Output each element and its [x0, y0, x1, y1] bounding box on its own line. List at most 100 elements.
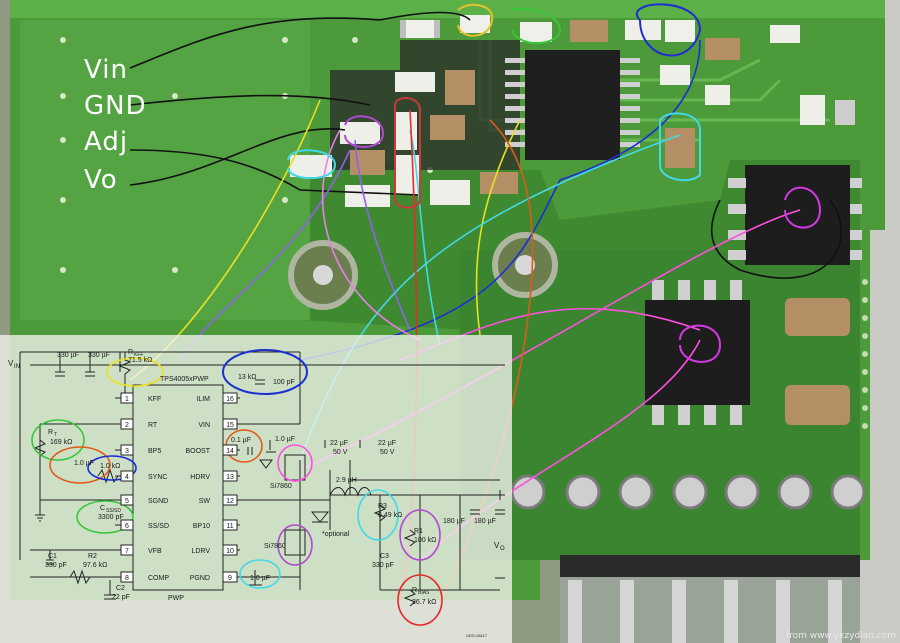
- ic-pin-number: 7: [125, 548, 129, 555]
- ic-pin-name: RT: [148, 422, 158, 429]
- sch-ic-name: TPS4005xPWP: [160, 376, 209, 383]
- sch-rt-sub: T: [54, 432, 57, 438]
- sch-rbias: R: [412, 587, 417, 594]
- ic-pin-number: 9: [228, 575, 232, 582]
- ic-pin-name: SW: [199, 498, 211, 505]
- ic-pin-box: [222, 470, 238, 482]
- sch-c-vin: 1.0 µF: [275, 436, 295, 443]
- sch-c2: C2: [116, 585, 125, 592]
- ic-pin-box: [222, 444, 238, 456]
- sch-c-bp5: 1.0 µF: [74, 460, 94, 467]
- sch-vo-label: V: [494, 541, 500, 550]
- sch-r1: R1: [414, 528, 423, 535]
- pin-header: [510, 474, 866, 643]
- sch-c-ss-sub: SS/SD: [106, 508, 121, 514]
- ic-pin-box: [120, 470, 134, 482]
- sch-inductor: 2.9 µH: [336, 477, 357, 484]
- ic-pin-number: 14: [226, 448, 234, 455]
- ic-pin-number: 15: [226, 422, 234, 429]
- sch-fet-lo: Si7860: [264, 543, 286, 550]
- ic-pin-box: [222, 392, 238, 404]
- watermark: from www.ykzydian.com: [785, 631, 896, 641]
- ic-pin-name: ILIM: [196, 396, 210, 403]
- sch-c-in2-v: 50 V: [380, 449, 395, 456]
- ic-right-pins: 16ILIM15VIN14BOOST13HDRV12SW11BP1010LDRV…: [185, 392, 238, 583]
- pin-label-adj: Adj: [84, 127, 129, 157]
- mosfet-top: [745, 165, 850, 265]
- ic-pin-box: [222, 544, 238, 556]
- ic-pin-number: 5: [125, 498, 129, 505]
- sch-c-in1: 22 µF: [330, 440, 348, 447]
- sch-cap1: 330 µF: [57, 352, 79, 359]
- ic-pin-name: KFF: [148, 396, 161, 403]
- sch-c3: C3: [380, 553, 389, 560]
- sch-r3: R3: [378, 503, 387, 510]
- ic-pin-box: [222, 494, 238, 506]
- sch-rbias-val: 26.7 kΩ: [412, 599, 436, 606]
- sch-c-ss-val: 3300 pF: [98, 514, 124, 521]
- sch-r3-val: 6.49 kΩ: [378, 512, 402, 519]
- ic-pin-number: 10: [226, 548, 234, 555]
- ic-pin-number: 6: [125, 523, 129, 530]
- sch-rkff-val: 71.5 kΩ: [128, 357, 152, 364]
- sch-vo-sub: O: [500, 546, 505, 552]
- ic-pin-name: VIN: [198, 422, 210, 429]
- schematic-annotations: [31, 349, 443, 626]
- sch-pwp: PWP: [168, 595, 184, 602]
- sch-vin-label: V: [8, 359, 14, 368]
- smd-passives: [290, 15, 855, 207]
- sch-ilim-cap: 100 pF: [273, 379, 295, 386]
- sch-rkff: R: [128, 349, 133, 356]
- sch-c2-val: 22 pF: [112, 594, 130, 601]
- sch-r2: R2: [88, 553, 97, 560]
- ic-pin-name: VFB: [148, 548, 162, 555]
- ic-pin-number: 4: [125, 474, 129, 481]
- ic-pin-box: [120, 544, 134, 556]
- ic-pin-number: 1: [125, 396, 129, 403]
- ic-pin-name: SS/SD: [148, 523, 169, 530]
- ic-pin-number: 3: [125, 448, 129, 455]
- sch-r-sync: 1.0 kΩ: [100, 463, 120, 470]
- sch-ilim-res: 13 kΩ: [238, 374, 256, 381]
- sch-rkff-sub: KFF: [134, 352, 143, 358]
- ic-pin-box: [222, 418, 238, 430]
- pin-label-vin: Vin: [84, 55, 128, 85]
- sch-c-ss: C: [100, 505, 105, 512]
- ic-pin-number: 8: [125, 575, 129, 582]
- sch-docid: UDG-06117: [466, 633, 488, 638]
- sch-c-out1: 180 µF: [443, 518, 465, 525]
- sch-c1-val: 330 pF: [45, 562, 67, 569]
- ic-pin-name: HDRV: [190, 474, 210, 481]
- ic-pin-box: [120, 444, 134, 456]
- sch-fet-hi: Si7860: [270, 483, 292, 490]
- sch-c-ldrv: 1.0 µF: [250, 575, 270, 582]
- sch-c-in1-v: 50 V: [333, 449, 348, 456]
- ic-pin-box: [222, 571, 238, 583]
- sch-cap2: 330 µF: [88, 352, 110, 359]
- ic-pin-number: 12: [226, 498, 234, 505]
- ic-pin-name: SYNC: [148, 474, 167, 481]
- sch-r1-val: 100 kΩ: [414, 537, 436, 544]
- schematic-panel: [0, 335, 512, 643]
- ic-pin-box: [120, 571, 134, 583]
- ic-pin-box: [120, 418, 134, 430]
- pin-label-gnd: GND: [84, 91, 147, 121]
- pin-label-vo: Vo: [84, 165, 118, 195]
- sch-rbias-sub: BIAS: [418, 590, 430, 596]
- ic-pin-box: [222, 519, 238, 531]
- sch-c-in2: 22 µF: [378, 440, 396, 447]
- sch-c3-val: 330 pF: [372, 562, 394, 569]
- ic-pin-name: BP10: [193, 523, 210, 530]
- sch-c-boost: 0.1 µF: [231, 437, 251, 444]
- ic-pin-box: [120, 494, 134, 506]
- ic-pin-name: LDRV: [191, 548, 210, 555]
- sch-r2-val: 97.6 kΩ: [83, 562, 107, 569]
- ic-pin-name: PGND: [190, 575, 210, 582]
- ic-pin-number: 2: [125, 422, 129, 429]
- controller-ic: [525, 50, 620, 160]
- ic-pin-number: 13: [226, 474, 234, 481]
- ic-pin-name: COMP: [148, 575, 169, 582]
